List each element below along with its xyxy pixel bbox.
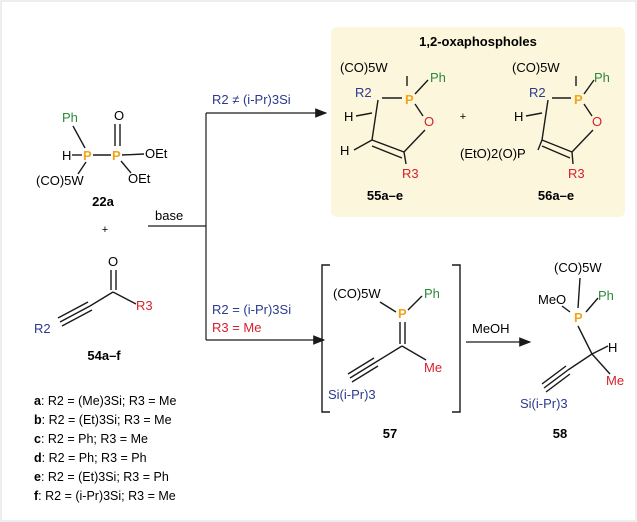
oxaphosphole-box	[331, 27, 625, 217]
legend-item-c: c: R2 = Ph; R3 = Me	[34, 432, 148, 446]
legend-text: : R2 = (Me)3Si; R3 = Me	[41, 394, 177, 408]
bracket-right	[452, 264, 461, 413]
p55-o: O	[424, 114, 434, 129]
legend-key: d	[34, 451, 42, 465]
reagent-o: O	[114, 108, 124, 123]
reagent-h: H	[62, 148, 71, 163]
p56-p: P	[574, 92, 583, 107]
legend-text: : R2 = (Et)3Si; R3 = Me	[42, 413, 172, 427]
ynone-r2: R2	[34, 321, 51, 336]
y57-me: Me	[424, 360, 442, 375]
ynone-r3: R3	[136, 298, 153, 313]
p56-eto: (EtO)2(O)P	[460, 146, 526, 161]
p58-p: P	[574, 310, 583, 325]
p56-o: O	[592, 114, 602, 129]
y57-ph: Ph	[424, 286, 440, 301]
plus-sign-left: +	[102, 224, 108, 236]
p58-w: (CO)5W	[554, 260, 602, 275]
ynone-o: O	[108, 254, 118, 269]
p55-w: (CO)5W	[340, 60, 388, 75]
legend-text: : R2 = (i-Pr)3Si; R3 = Me	[38, 489, 176, 503]
legend-item-d: d: R2 = Ph; R3 = Ph	[34, 451, 147, 465]
p55-h2: H	[340, 143, 349, 158]
p55-r3: R3	[402, 166, 419, 181]
p55-p: P	[405, 92, 414, 107]
p58-me: Me	[606, 373, 624, 388]
legend-key: e	[34, 470, 41, 484]
ylide-57: (CO)5W Ph P Me Si(i-Pr)3 57	[321, 264, 461, 441]
condition-top: R2 ≠ (i-Pr)3Si	[212, 92, 291, 107]
p56-r3: R3	[568, 166, 585, 181]
bracket-left	[321, 264, 330, 413]
box-title: 1,2-oxaphospholes	[419, 34, 537, 49]
legend-key: a	[34, 394, 42, 408]
meoh-label: MeOH	[472, 321, 510, 336]
p58-si: Si(i-Pr)3	[520, 396, 568, 411]
p55-h1: H	[344, 109, 353, 124]
reagent-ph: Ph	[62, 110, 78, 125]
y57-label: 57	[383, 426, 397, 441]
reagent-w: (CO)5W	[36, 173, 84, 188]
legend-item-a: a: R2 = (Me)3Si; R3 = Me	[34, 394, 176, 408]
p58-meo: MeO	[538, 292, 566, 307]
product-58: (CO)5W MeO Ph P H Me Si(i-Pr)3 58	[520, 260, 624, 441]
reagent-22a: Ph H P P O OEt OEt (CO)5W 22a	[36, 108, 168, 209]
legend-text: : R2 = (Et)3Si; R3 = Ph	[41, 470, 169, 484]
condition-bottom-1: R2 = (i-Pr)3Si	[212, 302, 291, 317]
base-label: base	[155, 208, 183, 223]
plus-sign-box: +	[460, 111, 466, 123]
ynone-54: O R2 R3 54a–f	[34, 254, 153, 363]
p55-ph: Ph	[430, 70, 446, 85]
p56-label: 56a–e	[538, 188, 574, 203]
reagent-p2: P	[112, 148, 121, 163]
legend-key: b	[34, 413, 42, 427]
p55-r2: R2	[355, 85, 372, 100]
p56-w: (CO)5W	[512, 60, 560, 75]
p58-h: H	[608, 340, 617, 355]
ynone-label: 54a–f	[87, 348, 121, 363]
legend-text: : R2 = Ph; R3 = Me	[41, 432, 148, 446]
legend-item-f: f: R2 = (i-Pr)3Si; R3 = Me	[34, 489, 176, 503]
reagent-oet2: OEt	[128, 171, 151, 186]
p55-label: 55a–e	[367, 188, 403, 203]
product-56: (CO)5W Ph R2 P H O (EtO)2(O)P R3 56a–e	[460, 60, 610, 203]
p56-r2: R2	[529, 85, 546, 100]
y57-p: P	[398, 306, 407, 321]
legend-key: f	[34, 489, 39, 503]
reagent-p1: P	[83, 148, 92, 163]
y57-si: Si(i-Pr)3	[328, 387, 376, 402]
p58-label: 58	[553, 426, 567, 441]
product-55: (CO)5W Ph R2 P H O H R3 55a–e	[340, 60, 446, 203]
reagent-oet1: OEt	[145, 146, 168, 161]
legend-key: c	[34, 432, 41, 446]
condition-bottom-2: R3 = Me	[212, 320, 262, 335]
p58-ph: Ph	[598, 288, 614, 303]
p56-h: H	[514, 109, 523, 124]
legend-item-b: b: R2 = (Et)3Si; R3 = Me	[34, 413, 172, 427]
legend-text: : R2 = Ph; R3 = Ph	[42, 451, 147, 465]
substituent-legend: a: R2 = (Me)3Si; R3 = Meb: R2 = (Et)3Si;…	[34, 394, 176, 503]
reagent-label: 22a	[92, 194, 114, 209]
y57-w: (CO)5W	[333, 286, 381, 301]
p56-ph: Ph	[594, 70, 610, 85]
legend-item-e: e: R2 = (Et)3Si; R3 = Ph	[34, 470, 169, 484]
